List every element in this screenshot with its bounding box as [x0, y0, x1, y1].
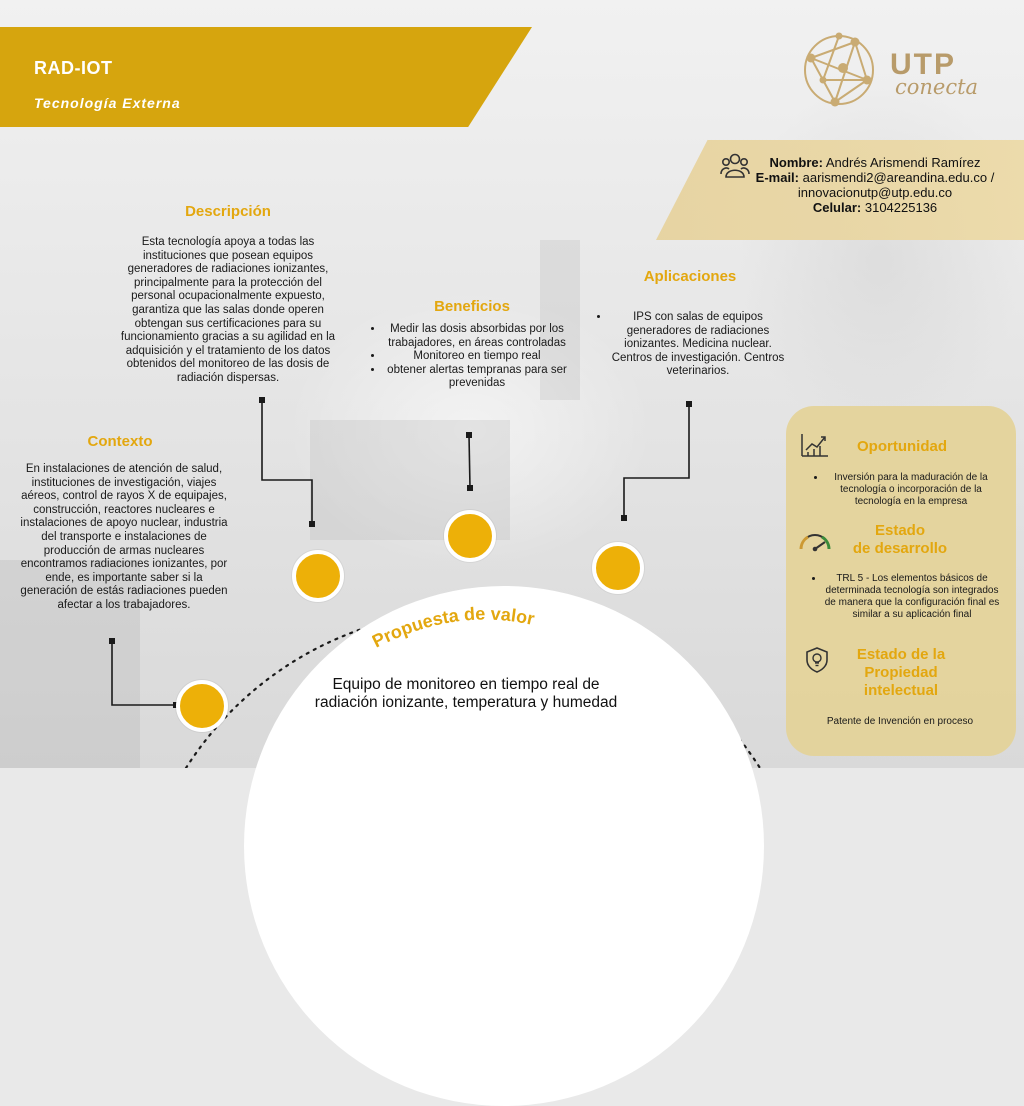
email-label: E-mail: [755, 170, 799, 185]
page-title: RAD-IOT [34, 58, 113, 78]
estado-list: TRL 5 - Los elementos básicos de determi… [810, 573, 1000, 621]
propiedad-heading-line3: intelectual [863, 682, 939, 699]
beneficios-item: Monitoreo en tiempo real [384, 350, 570, 364]
growth-chart-icon [801, 434, 828, 457]
propiedad-text: Patente de Invención en proceso [826, 716, 974, 727]
oportunidad-heading: Oportunidad [857, 438, 947, 455]
utp-logo: UTP conecta [797, 28, 997, 112]
network-globe-logo-icon [804, 32, 874, 107]
contexto-text: En instalaciones de atención de salud, i… [20, 463, 228, 611]
contact-box [656, 140, 1024, 240]
timeline-dot [592, 542, 644, 594]
propiedad-heading-line2: Propiedad [864, 664, 938, 681]
timeline-dot [444, 510, 496, 562]
aplicaciones-list: IPS con salas de equipos generadores de … [596, 311, 786, 379]
aplicaciones-item: IPS con salas de equipos generadores de … [610, 311, 786, 379]
beneficios-item: Medir las dosis absorbidas por los traba… [384, 323, 570, 350]
timeline-dot [292, 550, 344, 602]
oportunidad-item: Inversión para la maduración de la tecno… [826, 472, 996, 508]
oportunidad-list: Inversión para la maduración de la tecno… [812, 472, 996, 508]
descripcion-text: Esta tecnología apoya a todas las instit… [120, 236, 336, 384]
descripcion-heading: Descripción [185, 203, 271, 220]
logo-tagline: conecta [895, 75, 979, 99]
header-banner: RAD-IOT Tecnología Externa [0, 27, 532, 127]
email-value[interactable]: aarismendi2@areandina.edu.co / innovacio… [797, 170, 995, 200]
propiedad-heading: Estado de la Propiedad intelectual [836, 646, 966, 700]
propiedad-heading-line1: Estado de la [856, 646, 946, 663]
estado-desarrollo-heading: Estado de desarrollo [836, 522, 964, 558]
name-value: Andrés Arismendi Ramírez [825, 155, 981, 170]
people-icon [720, 153, 750, 178]
shield-lightbulb-icon [806, 647, 828, 673]
name-label: Nombre: [769, 155, 823, 170]
estado-heading-line1: Estado [874, 522, 925, 539]
propuesta-heading: Propuesta de valor [372, 604, 536, 652]
aplicaciones-heading: Aplicaciones [643, 268, 737, 285]
contexto-heading: Contexto [87, 433, 153, 450]
estado-item: TRL 5 - Los elementos básicos de determi… [824, 573, 1000, 621]
timeline-dot [176, 680, 228, 732]
propuesta-text: Equipo de monitoreo en tiempo real de ra… [314, 676, 618, 711]
svg-text:Propuesta de valor: Propuesta de valor [372, 604, 536, 652]
estado-heading-line2: de desarrollo [852, 540, 948, 557]
info-panel [786, 406, 1016, 756]
beneficios-item: obtener alertas tempranas para ser preve… [384, 364, 570, 391]
beneficios-heading: Beneficios [434, 298, 510, 315]
bg-pole-shape [540, 240, 580, 400]
phone-label: Celular: [812, 200, 862, 215]
logo-name: UTP [890, 48, 956, 81]
contact-details: Nombre: Andrés Arismendi Ramírez E-mail:… [730, 155, 1020, 215]
phone-value: 3104225136 [864, 200, 938, 215]
page-subtitle: Tecnología Externa [34, 95, 181, 111]
beneficios-list: Medir las dosis absorbidas por los traba… [370, 323, 570, 391]
gauge-icon [799, 534, 831, 552]
propuesta-heading-arc: Propuesta de valor [372, 604, 536, 652]
